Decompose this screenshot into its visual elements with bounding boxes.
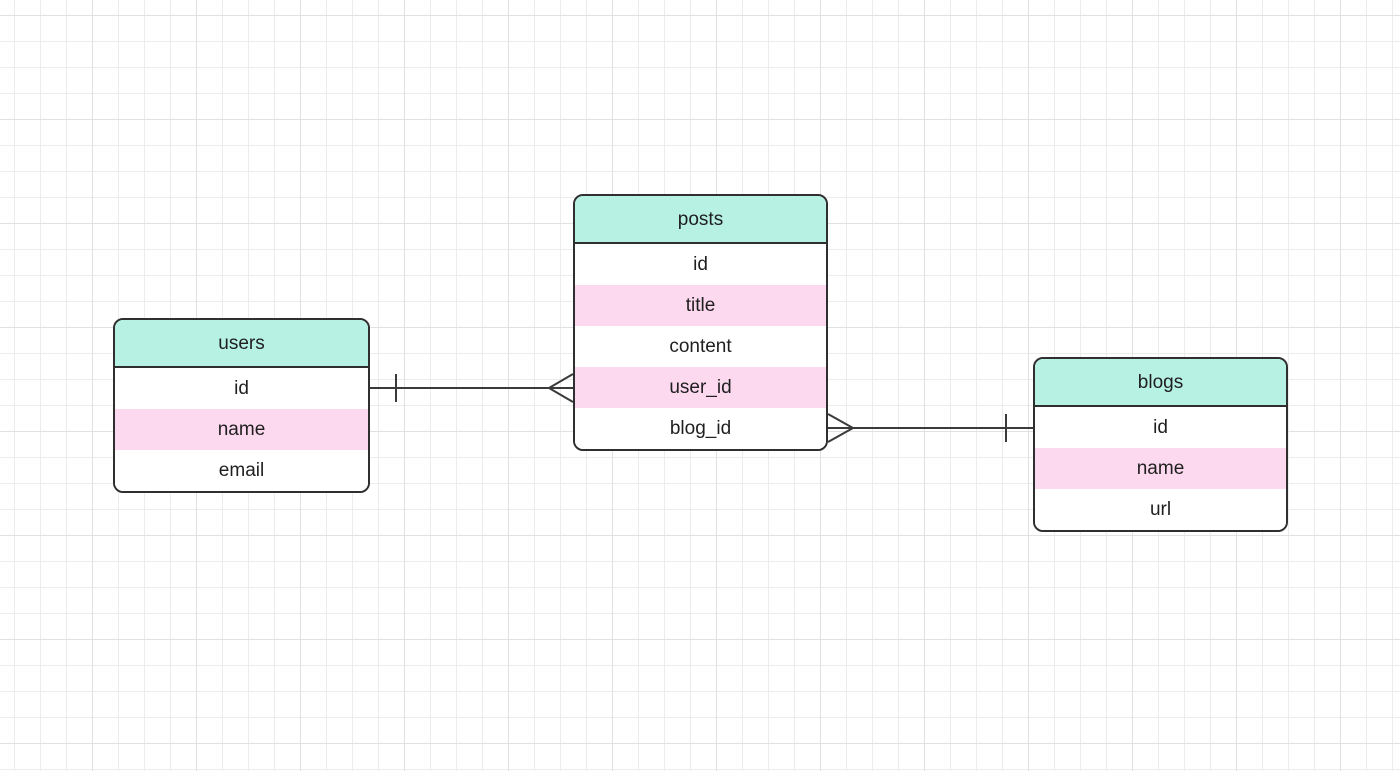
field-posts-content: content [575,326,826,367]
entity-blogs[interactable]: blogs id name url [1033,357,1288,532]
entity-title: blogs [1035,359,1286,407]
crow-foot-marker [548,373,574,389]
field-users-name: name [115,409,368,450]
field-posts-user-id: user_id [575,367,826,408]
field-users-id: id [115,368,368,409]
crow-foot-marker [548,387,574,403]
entity-users[interactable]: users id name email [113,318,370,493]
relationship-users-posts [370,373,574,403]
field-blogs-id: id [1035,407,1286,448]
relationship-blogs-posts [827,413,1033,443]
entity-posts[interactable]: posts id title content user_id blog_id [573,194,828,451]
field-posts-id: id [575,244,826,285]
entity-title: posts [575,196,826,244]
entity-title: users [115,320,368,368]
field-blogs-name: name [1035,448,1286,489]
crow-foot-marker [827,413,854,429]
field-posts-title: title [575,285,826,326]
field-users-email: email [115,450,368,491]
crow-foot-marker [827,427,854,443]
field-blogs-url: url [1035,489,1286,530]
field-posts-blog-id: blog_id [575,408,826,449]
